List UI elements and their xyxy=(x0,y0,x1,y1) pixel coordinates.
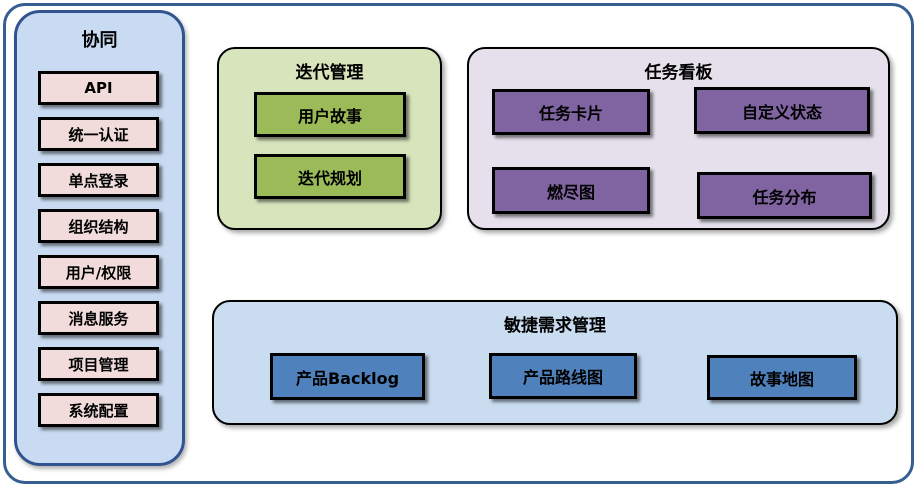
node-iteration-planning: 迭代规划 xyxy=(254,154,406,199)
node-custom-status: 自定义状态 xyxy=(694,87,870,134)
panel-kanban-title: 任务看板 xyxy=(644,63,713,83)
sidebar-item-system-config: 系统配置 xyxy=(38,393,159,427)
panel-iteration-management: 迭代管理 用户故事 迭代规划 xyxy=(217,47,442,230)
panel-task-board: 任务看板 任务卡片 自定义状态 燃尽图 任务分布 xyxy=(467,47,890,230)
sidebar-item-message-service: 消息服务 xyxy=(38,301,159,335)
node-task-card: 任务卡片 xyxy=(492,89,650,135)
node-burndown-chart: 燃尽图 xyxy=(492,167,650,214)
sidebar-item-api: API xyxy=(38,71,159,105)
panel-agile-requirements: 敏捷需求管理 产品Backlog 产品路线图 故事地图 xyxy=(212,300,898,425)
sidebar-item-sso: 单点登录 xyxy=(38,163,159,197)
sidebar-title: 协同 xyxy=(81,30,118,51)
node-story-map: 故事地图 xyxy=(707,355,857,400)
node-task-distribution: 任务分布 xyxy=(697,172,872,219)
sidebar-item-project-mgmt: 项目管理 xyxy=(38,347,159,381)
panel-iteration-title: 迭代管理 xyxy=(295,63,364,83)
sidebar-collaboration: 协同 API 统一认证 单点登录 组织结构 用户/权限 消息服务 项目管理 系统… xyxy=(14,10,185,466)
sidebar-item-unified-auth: 统一认证 xyxy=(38,117,159,151)
panel-requirements-title: 敏捷需求管理 xyxy=(504,316,606,336)
sidebar-item-org-structure: 组织结构 xyxy=(38,209,159,243)
node-user-story: 用户故事 xyxy=(254,92,406,137)
node-product-backlog: 产品Backlog xyxy=(270,353,425,400)
sidebar-item-user-permission: 用户/权限 xyxy=(38,255,159,289)
node-product-roadmap: 产品路线图 xyxy=(489,353,637,399)
